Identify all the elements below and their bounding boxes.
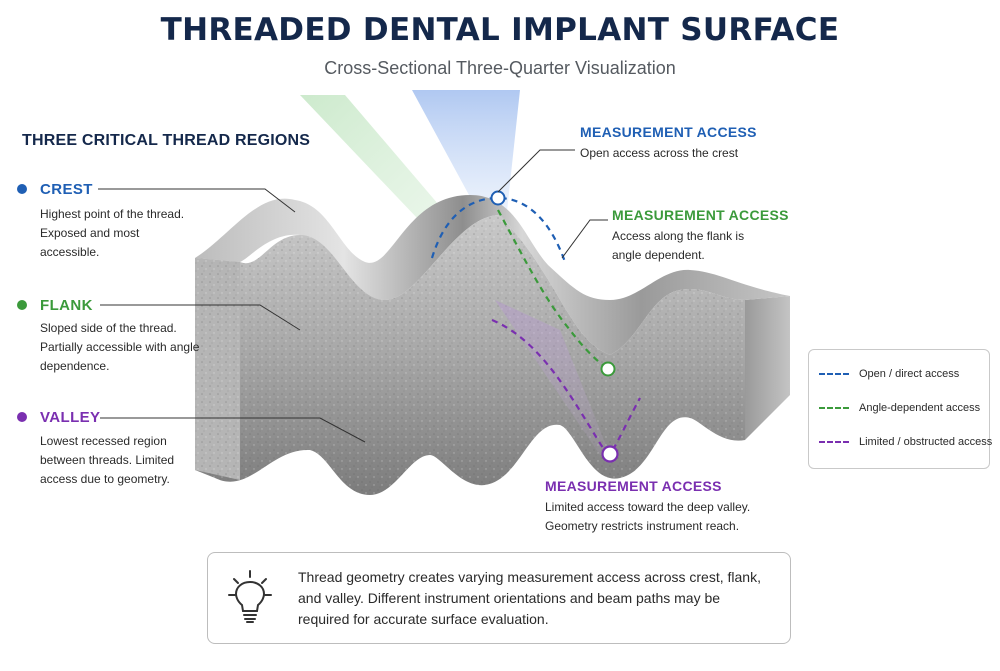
crest-access-title: MEASUREMENT ACCESS	[580, 124, 757, 140]
note-text: Thread geometry creates varying measurem…	[298, 569, 761, 627]
crest-marker	[490, 190, 506, 206]
flank-marker	[600, 361, 616, 377]
block-side-face	[745, 296, 790, 440]
crest-access-leader	[497, 149, 575, 193]
crest-description: Highest point of the thread. Exposed and…	[40, 207, 185, 259]
crest-dot-icon	[17, 184, 27, 194]
legend-swatch	[819, 407, 849, 409]
legend-swatch	[819, 373, 849, 375]
legend-item-angle: Angle-dependent access	[819, 400, 980, 416]
page-subtitle: Cross-Sectional Three-Quarter Visualizat…	[324, 58, 676, 78]
crest-access-description: Open access across the crest	[580, 146, 739, 160]
flank-leader	[100, 304, 301, 331]
flank-access-title: MEASUREMENT ACCESS	[612, 207, 789, 223]
page-title: THREADED DENTAL IMPLANT SURFACE	[160, 12, 840, 48]
flank-access-leader	[561, 219, 608, 259]
valley-marker	[601, 445, 619, 463]
crest-leader	[98, 188, 296, 213]
note-box: Thread geometry creates varying measurem…	[207, 552, 791, 644]
legend-label: Limited / obstructed access	[859, 436, 993, 448]
crest-title: CREST	[40, 181, 93, 198]
legend: Open / direct access Angle-dependent acc…	[808, 349, 992, 469]
legend-label: Open / direct access	[859, 368, 960, 380]
legend-label: Angle-dependent access	[859, 402, 981, 414]
flank-description: Sloped side of the thread. Partially acc…	[40, 321, 200, 373]
thread-top-surface	[195, 195, 790, 355]
open-access-path	[430, 196, 567, 263]
flank-access-description: Access along the flank is angle dependen…	[612, 229, 745, 262]
valley-title: VALLEY	[40, 409, 101, 426]
legend-item-limited: Limited / obstructed access	[819, 434, 992, 450]
flank-dot-icon	[17, 300, 27, 310]
flank-title: FLANK	[40, 297, 93, 314]
limited-access-path	[491, 318, 641, 456]
regions-heading: THREE CRITICAL THREAD REGIONS	[22, 132, 311, 149]
valley-access-title: MEASUREMENT ACCESS	[545, 478, 722, 494]
valley-description: Lowest recessed region between threads. …	[40, 434, 175, 486]
angle-access-path	[497, 209, 609, 370]
legend-item-open: Open / direct access	[819, 366, 959, 382]
valley-access-description: Limited access toward the deep valley. G…	[545, 500, 751, 533]
lightbulb-icon	[228, 570, 272, 623]
valley-dot-icon	[17, 412, 27, 422]
valley-leader	[100, 417, 366, 443]
legend-swatch	[819, 441, 849, 443]
